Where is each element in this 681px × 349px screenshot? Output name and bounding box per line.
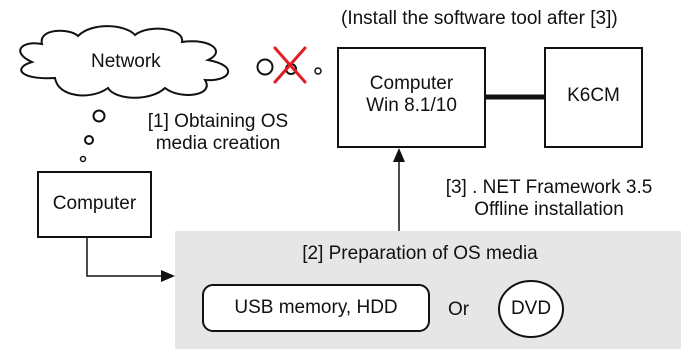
thought-bubble-3	[79, 155, 87, 163]
step3-label: [3] . NET Framework 3.5 Offline installa…	[420, 177, 678, 221]
computer-main-box	[337, 47, 486, 148]
computer-left-label: Computer	[52, 193, 137, 214]
bubble-small	[314, 67, 322, 75]
blocked-x-icon	[273, 46, 307, 84]
k6cm-box	[544, 47, 643, 148]
usb-hdd-label: USB memory, HDD	[234, 297, 398, 318]
step3-line1: [3] . NET Framework 3.5	[445, 177, 653, 198]
computer-left-box	[37, 171, 152, 238]
step1-line2: media creation	[155, 133, 281, 154]
arrow-to-panel-head	[161, 270, 175, 282]
thought-bubble-1	[92, 109, 106, 123]
k6cm-label: K6CM	[567, 85, 620, 106]
usb-hdd-box	[202, 284, 430, 332]
step3-line2: Offline installation	[474, 199, 624, 220]
network-label: Network	[91, 51, 161, 72]
install-note: (Install the software tool after [3])	[341, 8, 618, 29]
network-cloud	[19, 25, 230, 99]
arrow-to-panel	[86, 237, 163, 277]
dvd-label: DVD	[510, 298, 552, 319]
arrow-to-computer-head	[393, 148, 405, 162]
computer-main-label: Computer Win 8.1/10	[340, 73, 483, 117]
step2-title: [2] Preparation of OS media	[302, 243, 538, 264]
step1-line1: [1] Obtaining OS	[147, 111, 289, 132]
computer-main-line2: Win 8.1/10	[366, 95, 457, 116]
thought-bubble-2	[84, 135, 94, 145]
step1-label: [1] Obtaining OS media creation	[125, 111, 311, 155]
bubble-large	[256, 58, 274, 76]
or-label: Or	[448, 299, 470, 320]
dvd-circle	[498, 280, 564, 338]
computer-main-line1: Computer	[369, 73, 454, 94]
